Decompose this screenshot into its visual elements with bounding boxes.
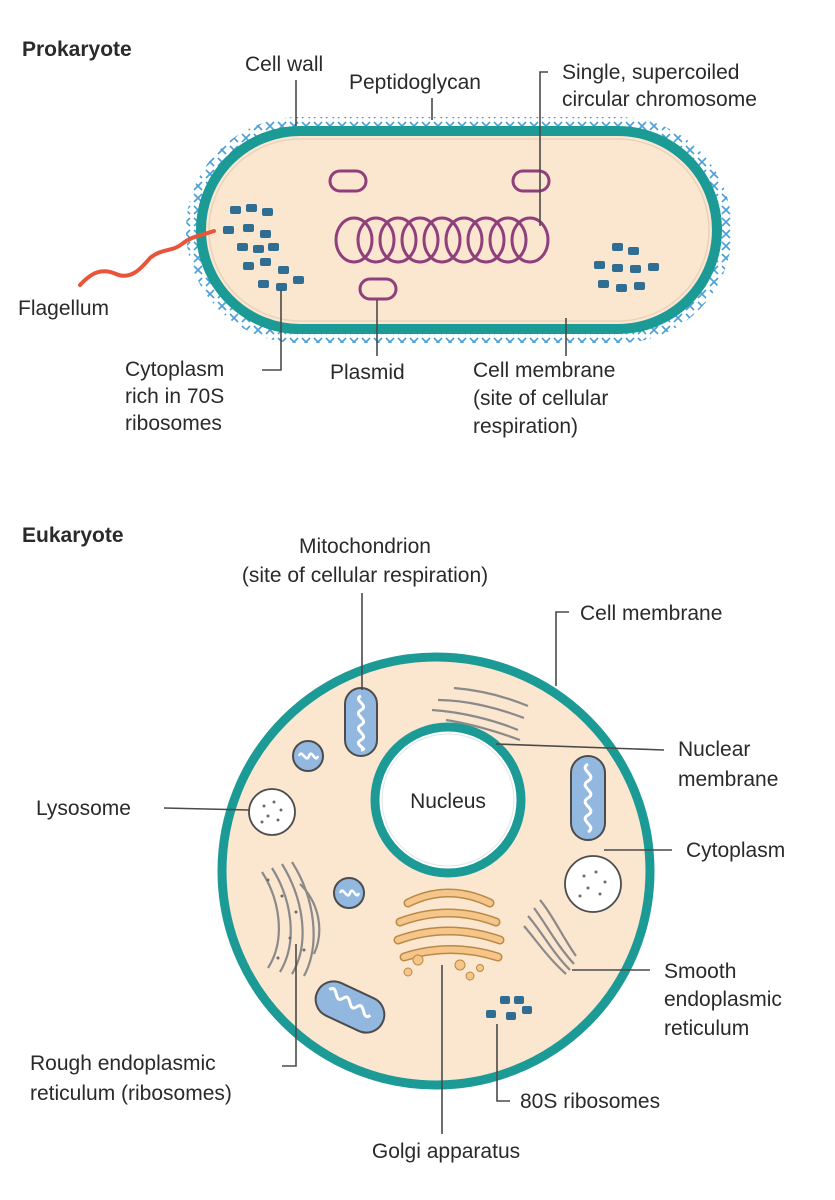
plasmid-label: Plasmid <box>330 361 405 384</box>
rough-er-leader <box>282 944 297 1067</box>
cell-membrane-label: Cell membrane <box>580 602 722 625</box>
smooth-endoplasmic-reticulum <box>523 899 577 975</box>
eukaryote-cell <box>217 652 655 1090</box>
nuclear-membrane-leader <box>495 743 665 751</box>
circular-chromosome <box>334 216 550 264</box>
chromosome-label-line1: Single, supercoiled <box>562 61 739 84</box>
cytoplasm-label-line2: rich in 70S <box>125 385 224 408</box>
cytoplasm-label-line3: ribosomes <box>125 412 222 435</box>
nucleus <box>381 733 515 867</box>
lysosome-leader <box>163 807 250 811</box>
cell-membrane-label-line2: (site of cellular <box>473 387 608 410</box>
flagellum-label: Flagellum <box>18 297 109 320</box>
eukaryote-heading: Eukaryote <box>22 524 124 547</box>
nucleus-label: Nucleus <box>410 790 486 813</box>
golgi-label: Golgi apparatus <box>372 1140 520 1163</box>
ribosomes-80s-leader <box>496 1024 510 1102</box>
plasmid <box>358 277 398 301</box>
cytoplasm-leader <box>262 290 282 371</box>
golgi-apparatus-fill <box>395 890 503 960</box>
mitochondrion <box>570 755 606 841</box>
smooth-er-label-line2: endoplasmic <box>664 988 782 1011</box>
prokaryote-cell <box>78 117 732 343</box>
chromosome-leader <box>539 71 548 226</box>
ribosomes-70s <box>223 204 659 292</box>
smooth-er-label-line1: Smooth <box>664 960 736 983</box>
rough-endoplasmic-reticulum <box>261 861 321 977</box>
mitochondrion-label-line2: (site of cellular respiration) <box>242 564 488 587</box>
flagellum <box>78 229 216 287</box>
cytoplasm-label-line1: Cytoplasm <box>125 358 224 381</box>
cell-wall-label: Cell wall <box>245 53 323 76</box>
mitochondrion <box>344 687 378 757</box>
rough-er-label-line2: reticulum (ribosomes) <box>30 1082 232 1105</box>
golgi-vesicles <box>403 954 484 981</box>
cell-membrane-inner-line <box>208 138 710 322</box>
cell-membrane-leader-euk <box>555 611 569 686</box>
lysosome <box>564 855 622 913</box>
lysosome-label: Lysosome <box>36 797 131 820</box>
ribosomes-80s <box>486 996 532 1020</box>
lysosome <box>248 788 296 836</box>
mitochondrion-label-line1: Mitochondrion <box>299 535 431 558</box>
cell-membrane-label-line3: respiration) <box>473 415 578 438</box>
nuclear-membrane-label-line2: membrane <box>678 768 778 791</box>
peptidoglycan-label: Peptidoglycan <box>349 71 481 94</box>
nuclear-membrane-label-line1: Nuclear <box>678 738 750 761</box>
plasmid <box>328 169 368 193</box>
chromosome-label-line2: circular chromosome <box>562 88 757 111</box>
smooth-er-label-line3: reticulum <box>664 1017 749 1040</box>
er-ribosome-dots <box>266 878 306 960</box>
endoplasmic-reticulum-top <box>431 686 529 742</box>
mitochondrion <box>292 740 324 772</box>
prokaryote-heading: Prokaryote <box>22 38 132 61</box>
mitochondrion <box>333 877 365 909</box>
ribosomes-80s-label: 80S ribosomes <box>520 1090 660 1113</box>
rough-er-label-line1: Rough endoplasmic <box>30 1052 216 1075</box>
cytoplasm-label-euk: Cytoplasm <box>686 839 785 862</box>
cell-membrane-label-line1: Cell membrane <box>473 359 615 382</box>
mitochondrion <box>314 980 386 1034</box>
plasmid <box>511 169 551 193</box>
